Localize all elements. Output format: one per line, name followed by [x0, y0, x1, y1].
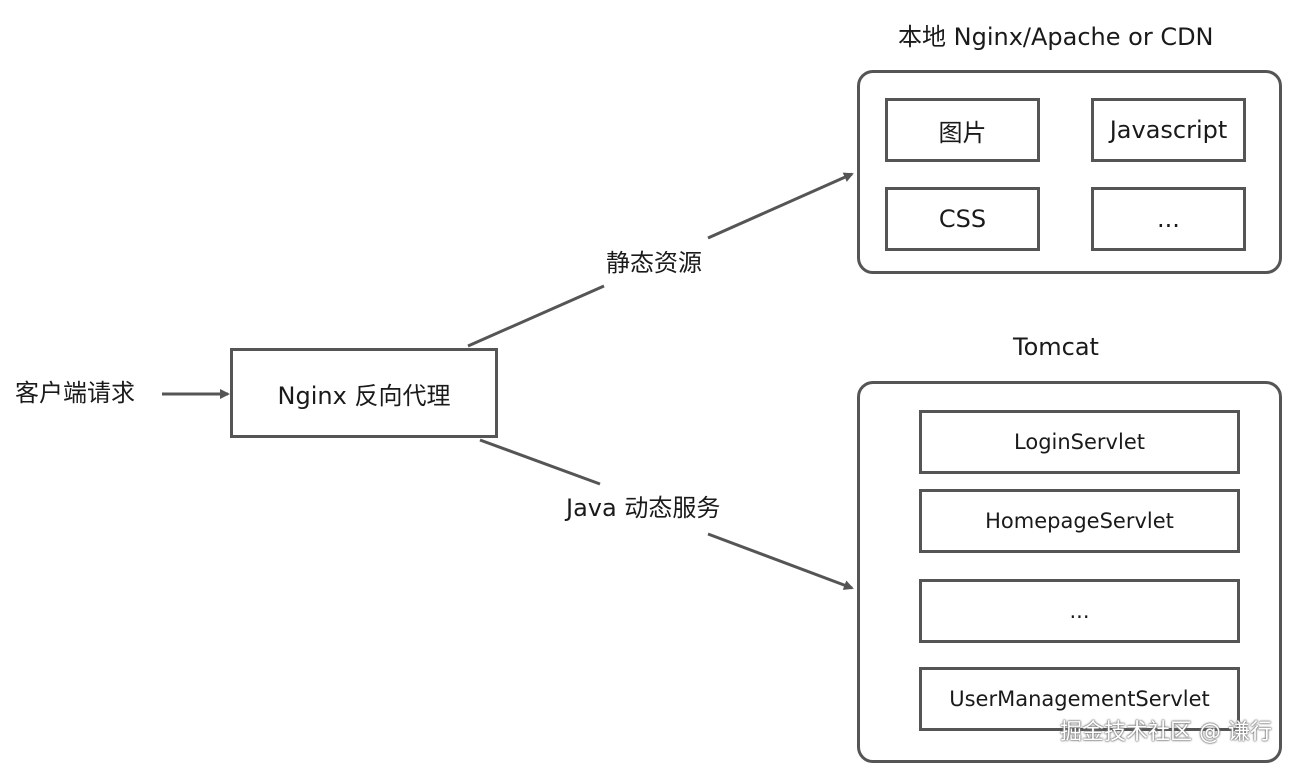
- watermark-text: 掘金技术社区 @ 谦行: [1060, 720, 1272, 745]
- static-item-images: 图片: [885, 98, 1040, 162]
- servlet-login: LoginServlet: [919, 410, 1240, 474]
- servlet-label: ...: [1069, 599, 1090, 623]
- nginx-proxy-label: Nginx 反向代理: [277, 381, 451, 410]
- static-resources-label: 静态资源: [606, 249, 702, 277]
- servlet-homepage: HomepageServlet: [919, 489, 1240, 553]
- static-item-label: 图片: [938, 118, 987, 147]
- servlet-label: LoginServlet: [1014, 430, 1145, 454]
- servlet-label: HomepageServlet: [985, 509, 1174, 533]
- static-item-label: CSS: [938, 205, 987, 233]
- static-item-label: ...: [1157, 205, 1180, 233]
- static-item-javascript: Javascript: [1091, 98, 1246, 162]
- client-request-label: 客户端请求: [15, 379, 135, 407]
- servlet-user-management: UserManagementServlet: [919, 667, 1240, 731]
- servlet-ellipsis: ...: [919, 579, 1240, 643]
- proxy-to-static-arrow: [707, 172, 854, 240]
- static-item-label: Javascript: [1109, 116, 1228, 144]
- proxy-to-tomcat-line-a: [479, 438, 601, 486]
- servlet-label: UserManagementServlet: [949, 687, 1210, 711]
- static-item-ellipsis: ...: [1091, 187, 1246, 251]
- nginx-proxy-box: Nginx 反向代理: [230, 348, 498, 438]
- static-group-title: 本地 Nginx/Apache or CDN: [898, 23, 1214, 51]
- proxy-to-tomcat-arrow: [707, 532, 854, 590]
- java-dynamic-service-label: Java 动态服务: [566, 494, 721, 522]
- proxy-to-static-line-a: [467, 284, 605, 348]
- static-item-css: CSS: [885, 187, 1040, 251]
- tomcat-group-title: Tomcat: [1013, 333, 1099, 361]
